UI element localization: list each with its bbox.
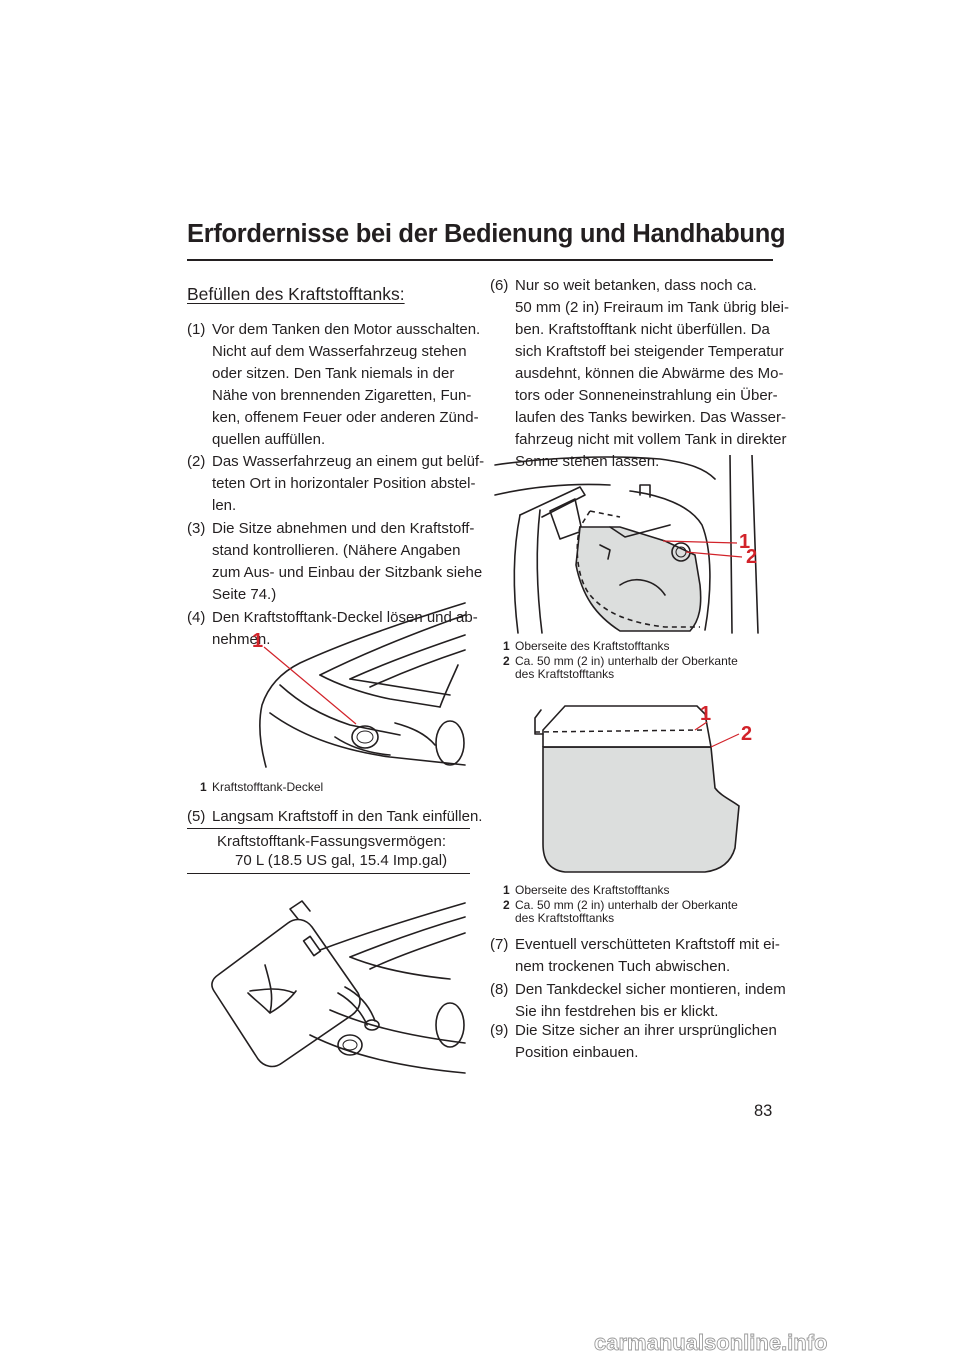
- step-line: 50 mm (2 in) Freiraum im Tank übrig blei…: [515, 299, 789, 316]
- fuel-can-illustration: [211, 900, 466, 1074]
- caption-text: Oberseite des Kraftstofftanks: [515, 883, 670, 897]
- step-line: Nähe von brennenden Zigaretten, Fun-: [212, 387, 472, 404]
- step-line: fahrzeug nicht mit vollem Tank in direkt…: [515, 431, 787, 448]
- step-line: Die Sitze sicher an ihrer ursprünglichen: [515, 1022, 777, 1039]
- step-line: Die Sitze abnehmen und den Kraftstoff-: [212, 520, 475, 537]
- step-line: teten Ort in horizontaler Position abste…: [212, 475, 476, 492]
- step-number: (5): [187, 808, 206, 825]
- caption-key: 1: [200, 780, 207, 794]
- step-line: Den Tankdeckel sicher montieren, indem: [515, 981, 786, 998]
- section-heading: Befüllen des Kraftstofftanks:: [187, 284, 405, 304]
- caption-key: 2: [503, 654, 510, 668]
- tank-in-hull-illustration: 1 2: [494, 455, 759, 634]
- step-number: (3): [187, 520, 206, 537]
- step-number: (2): [187, 453, 206, 470]
- step-line: oder sitzen. Den Tank niemals in der: [212, 365, 455, 382]
- callout-1: 1: [700, 703, 711, 725]
- step-line: Nur so weit betanken, dass noch ca.: [515, 277, 757, 294]
- step-2: (2) Das Wasserfahrzeug an einem gut belü…: [187, 451, 485, 517]
- step-3: (3) Die Sitze abnehmen und den Kraftstof…: [187, 518, 483, 606]
- step-line: stand kontrollieren. (Nähere Angaben: [212, 542, 461, 559]
- capacity-value: 70 L (18.5 US gal, 15.4 Imp.gal): [235, 852, 448, 869]
- step-line: Das Wasserfahrzeug an einem gut belüf-: [212, 453, 485, 470]
- step-line: Sie ihn festdrehen bis er klickt.: [515, 1003, 719, 1020]
- figure3-captions: 1 Oberseite des Kraftstofftanks 2 Ca. 50…: [503, 640, 773, 681]
- watermark-logo: carmanualsonline.info: [594, 1330, 828, 1356]
- step-number: (7): [490, 936, 509, 953]
- tank-level-diagram: 1 2: [534, 703, 752, 873]
- figure1-caption: 1 Kraftstofftank-Deckel: [200, 781, 470, 794]
- step-line: ausdehnt, können die Abwärme des Mo-: [515, 365, 784, 382]
- step-1: (1) Vor dem Tanken den Motor ausschalten…: [187, 319, 481, 451]
- caption-key: 2: [503, 898, 510, 912]
- step-line: Seite 74.): [212, 586, 277, 603]
- step-line: laufen des Tanks bewirken. Das Wasser-: [515, 409, 786, 426]
- svg-text:carmanualsonline.info: carmanualsonline.info: [594, 1330, 828, 1355]
- step-line: ben. Kraftstofftank nicht überfüllen. Da: [515, 321, 770, 338]
- step-line: Nicht auf dem Wasserfahrzeug stehen: [212, 343, 467, 360]
- step-line: tors oder Sonneneinstrahlung ein Über-: [515, 387, 778, 404]
- caption-text: Oberseite des Kraftstofftanks: [515, 639, 670, 653]
- step-line: Langsam Kraftstoff in den Tank einfüllen…: [212, 808, 483, 825]
- step-5: (5) Langsam Kraftstoff in den Tank einfü…: [187, 806, 482, 828]
- callout-1: 1: [739, 531, 750, 553]
- caption-key: 1: [503, 639, 510, 653]
- caption-text: Kraftstofftank-Deckel: [212, 780, 324, 794]
- step-line: Position einbauen.: [515, 1044, 639, 1061]
- step-line: Eventuell verschütteten Kraftstoff mit e…: [515, 936, 780, 953]
- caption-text: des Kraftstofftanks: [515, 911, 615, 925]
- step-number: (8): [490, 981, 509, 998]
- step-number: (6): [490, 277, 509, 294]
- callout-1: 1: [252, 630, 263, 652]
- step-7: (7) Eventuell verschütteten Kraftstoff m…: [490, 934, 785, 978]
- caption-text: Ca. 50 mm (2 in) unterhalb der Oberkante: [515, 654, 738, 668]
- step-line: ken, offenem Feuer oder anderen Zünd-: [212, 409, 479, 426]
- step-line: nem trockenen Tuch abwischen.: [515, 958, 731, 975]
- step-8: (8) Den Tankdeckel sicher montieren, ind…: [490, 979, 786, 1023]
- caption-key: 1: [503, 883, 510, 897]
- figure4-captions: 1 Oberseite des Kraftstofftanks 2 Ca. 50…: [503, 884, 773, 925]
- step-number: (9): [490, 1022, 509, 1039]
- step-line: quellen auffüllen.: [212, 431, 326, 448]
- step-4: (4) Den Kraftstofftank-Deckel lösen und …: [187, 607, 478, 651]
- callout-2: 2: [741, 723, 752, 745]
- capacity-label: Kraftstofftank-Fassungsvermögen:: [217, 833, 446, 850]
- step-number: (1): [187, 321, 206, 338]
- page-number: 83: [754, 1102, 773, 1120]
- title-rule: [187, 259, 773, 261]
- page-title: Erfordernisse bei der Bedienung und Hand…: [187, 220, 786, 248]
- caption-text: Ca. 50 mm (2 in) unterhalb der Oberkante: [515, 898, 738, 912]
- fuel-cap-illustration: 1: [252, 602, 466, 768]
- step-6: (6) Nur so weit betanken, dass noch ca. …: [490, 275, 789, 473]
- step-9: (9) Die Sitze sicher an ihrer ursprüngli…: [490, 1020, 785, 1064]
- step-number: (4): [187, 609, 206, 626]
- step-line: nehmen.: [212, 631, 271, 648]
- step-line: sich Kraftstoff bei steigender Temperatu…: [515, 343, 784, 360]
- step-line: Vor dem Tanken den Motor ausschalten.: [212, 321, 481, 338]
- step-line: Den Kraftstofftank-Deckel lösen und ab-: [212, 609, 478, 626]
- capacity-box: Kraftstofftank-Fassungsvermögen: 70 L (1…: [187, 828, 470, 874]
- step-line: len.: [212, 497, 237, 514]
- caption-text: des Kraftstofftanks: [515, 667, 615, 681]
- step-line: zum Aus- und Einbau der Sitzbank siehe: [212, 564, 483, 581]
- callout-2: 2: [746, 546, 757, 568]
